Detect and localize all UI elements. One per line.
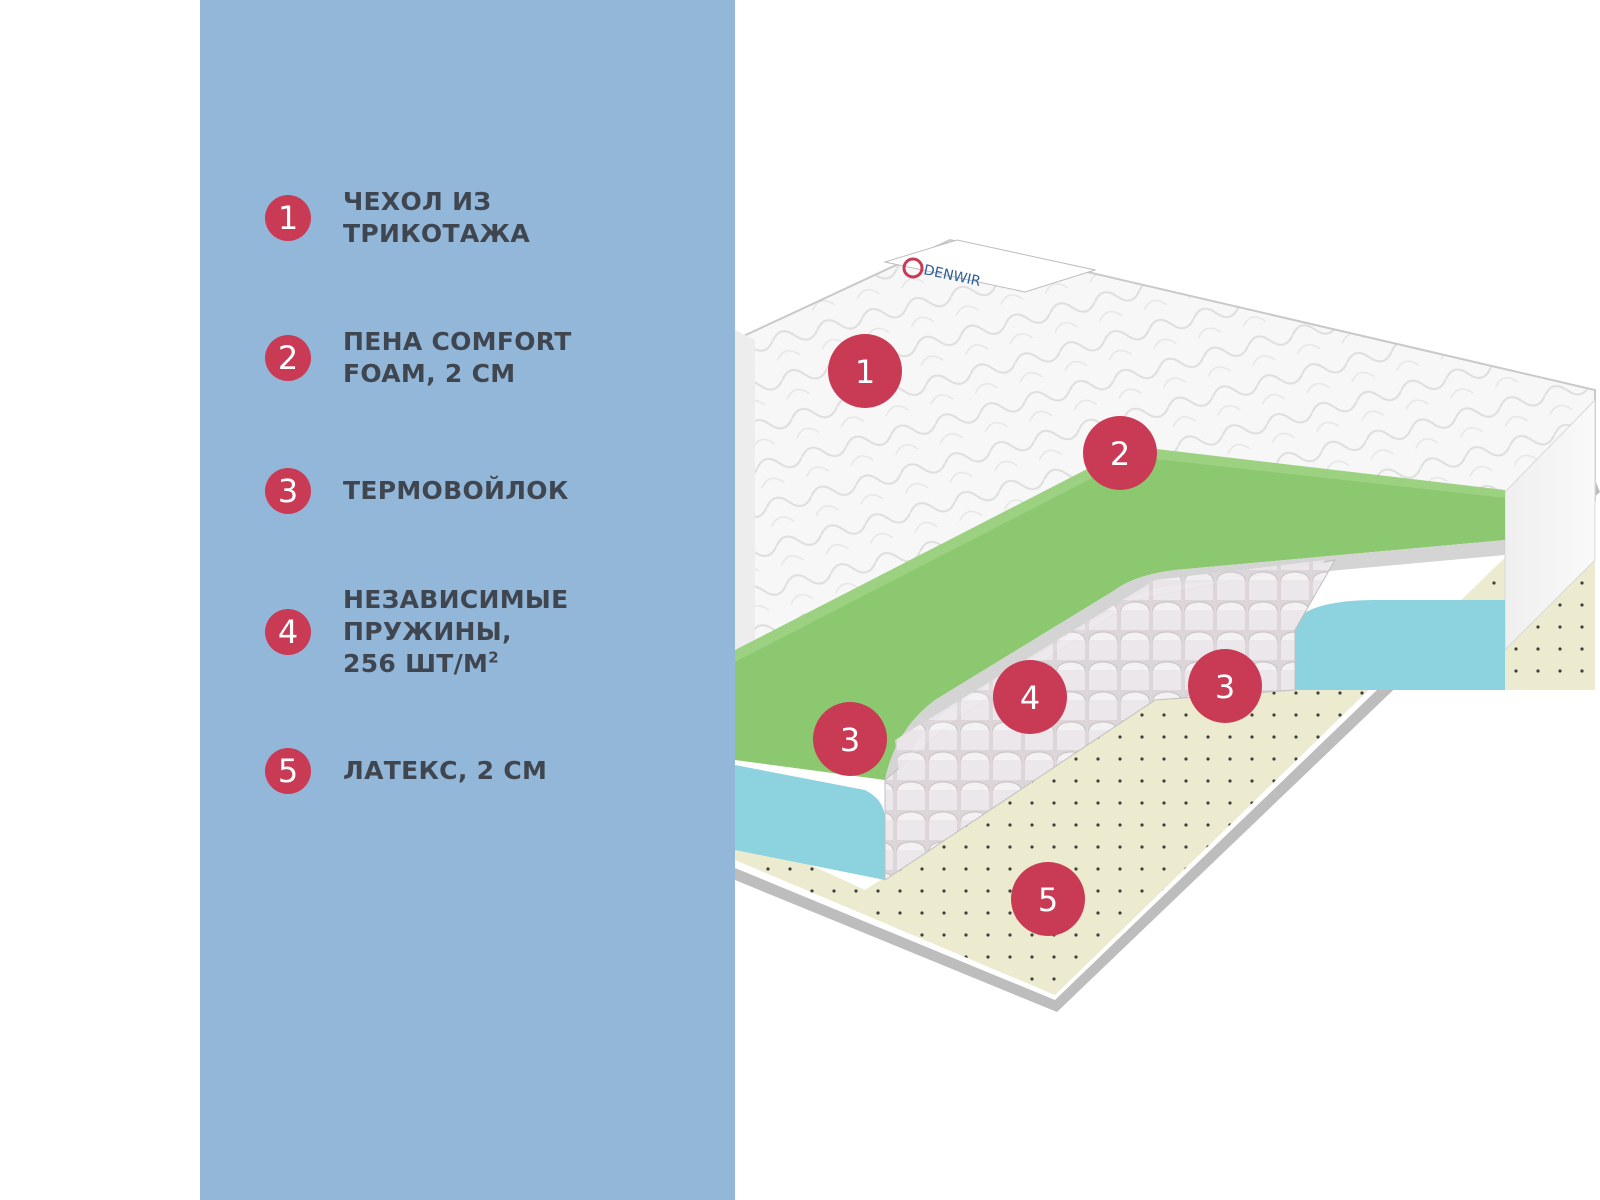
brand-logo: DENWIR — [883, 239, 1097, 293]
svg-text:4: 4 — [1020, 679, 1040, 717]
legend-label: Пена Comfort Foam, 2 см — [343, 327, 572, 388]
legend-label: Термовойлок — [343, 476, 569, 505]
svg-text:1: 1 — [855, 353, 875, 391]
legend-item-latex: 5 Латекс, 2 см — [265, 748, 547, 794]
legend-panel: 1 Чехол из трикотажа 2 Пена Comfort Foam… — [200, 0, 735, 1200]
legend-label: Чехол из трикотажа — [343, 187, 531, 248]
legend-number: 2 — [265, 335, 311, 381]
svg-text:2: 2 — [1110, 435, 1130, 473]
marker-cover: 1 — [828, 334, 902, 408]
legend-item-felt: 3 Термовойлок — [265, 468, 569, 514]
side-foam-right — [1295, 600, 1505, 690]
marker-springs: 4 — [993, 660, 1067, 734]
side-foam-left — [735, 765, 885, 880]
legend-number: 3 — [265, 468, 311, 514]
legend-number: 1 — [265, 195, 311, 241]
legend-number: 4 — [265, 609, 311, 655]
legend-item-cover: 1 Чехол из трикотажа — [265, 186, 530, 250]
marker-felt-left: 3 — [813, 702, 887, 776]
marker-comfort-foam: 2 — [1083, 416, 1157, 490]
svg-text:3: 3 — [1215, 668, 1235, 706]
legend-label: Независимые пружины, 256 шт/м2 — [343, 585, 569, 678]
legend-number: 5 — [265, 748, 311, 794]
latex-base-edge — [735, 480, 1600, 1012]
latex-layer — [735, 470, 1595, 995]
svg-text:3: 3 — [840, 721, 860, 759]
cover-left-side — [735, 330, 755, 660]
legend-item-springs: 4 Независимые пружины, 256 шт/м2 — [265, 584, 569, 680]
marker-felt-right: 3 — [1188, 649, 1262, 723]
cover-side — [1504, 398, 1596, 652]
marker-latex: 5 — [1011, 862, 1085, 936]
mattress-cutaway-illustration: DENWIR 1 2 3 4 3 5 — [735, 238, 1600, 1012]
legend-item-comfort-foam: 2 Пена Comfort Foam, 2 см — [265, 326, 572, 390]
svg-text:5: 5 — [1038, 881, 1058, 919]
comfort-foam-layer — [735, 454, 1505, 780]
legend-label: Латекс, 2 см — [343, 756, 548, 785]
felt-layer — [885, 540, 1505, 790]
